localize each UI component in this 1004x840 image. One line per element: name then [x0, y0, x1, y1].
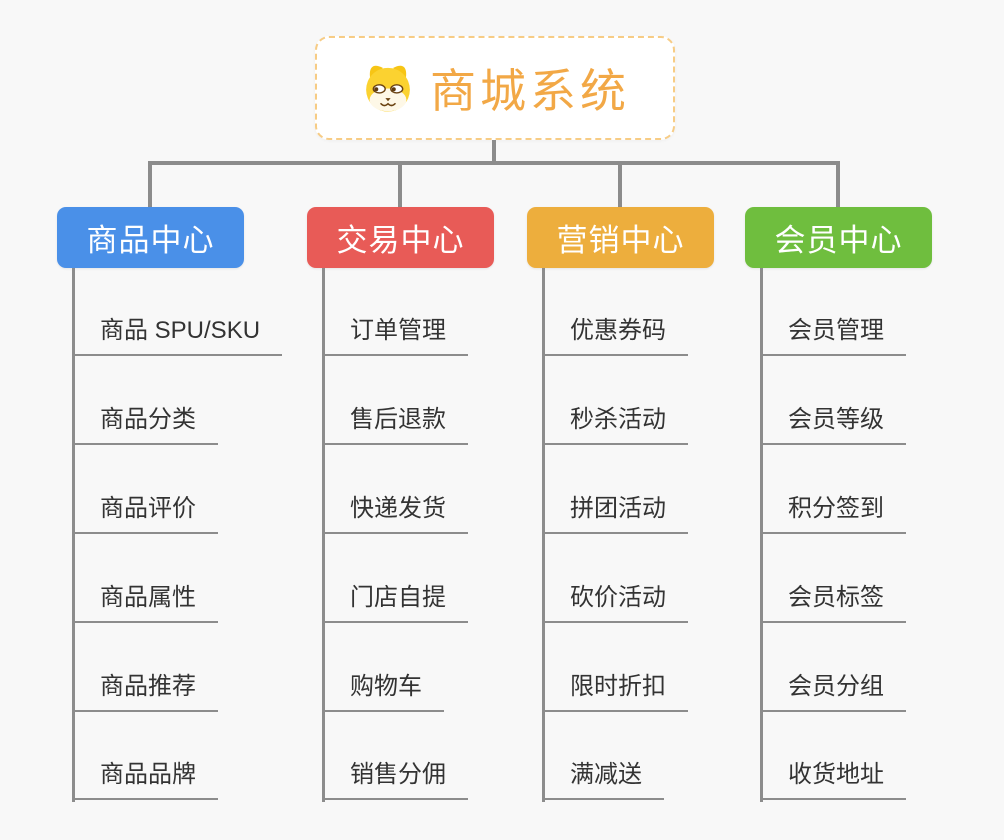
- leaf-node[interactable]: 购物车: [322, 673, 444, 712]
- leaf-node[interactable]: 门店自提: [322, 584, 468, 623]
- leaf-node[interactable]: 会员分组: [760, 673, 906, 712]
- leaf-node[interactable]: 满减送: [542, 761, 664, 800]
- branch-horizontal-connector: [148, 161, 840, 165]
- branch-drop-connector: [148, 161, 152, 207]
- branch-node[interactable]: 会员中心: [745, 207, 932, 268]
- leaf-node[interactable]: 秒杀活动: [542, 406, 688, 445]
- leaf-node[interactable]: 商品属性: [72, 584, 218, 623]
- branch-trunk-connector: [542, 268, 545, 802]
- leaf-node[interactable]: 限时折扣: [542, 673, 688, 712]
- root-topic-title: 商城系统: [430, 65, 630, 117]
- leaf-node[interactable]: 会员等级: [760, 406, 906, 445]
- leaf-node[interactable]: 订单管理: [322, 317, 468, 356]
- branch-trunk-connector: [72, 268, 75, 802]
- dog-face-icon: [366, 65, 410, 112]
- leaf-node[interactable]: 销售分佣: [322, 761, 468, 800]
- leaf-node[interactable]: 收货地址: [760, 761, 906, 800]
- leaf-node[interactable]: 售后退款: [322, 406, 468, 445]
- branch-node[interactable]: 商品中心: [57, 207, 244, 268]
- leaf-node[interactable]: 会员管理: [760, 317, 906, 356]
- branch-node[interactable]: 交易中心: [307, 207, 494, 268]
- leaf-node[interactable]: 商品 SPU/SKU: [72, 317, 283, 356]
- root-stem-connector: [492, 140, 496, 165]
- leaf-node[interactable]: 砍价活动: [542, 584, 688, 623]
- branch-trunk-connector: [760, 268, 763, 802]
- root-topic[interactable]: 商城系统: [315, 36, 675, 140]
- leaf-node[interactable]: 会员标签: [760, 584, 906, 623]
- branch-node[interactable]: 营销中心: [527, 207, 714, 268]
- leaf-node[interactable]: 积分签到: [760, 495, 906, 534]
- leaf-node[interactable]: 商品推荐: [72, 673, 218, 712]
- branch-drop-connector: [398, 161, 402, 207]
- leaf-node[interactable]: 拼团活动: [542, 495, 688, 534]
- leaf-node[interactable]: 商品分类: [72, 406, 218, 445]
- leaf-node[interactable]: 商品评价: [72, 495, 218, 534]
- leaf-node[interactable]: 快递发货: [322, 495, 468, 534]
- branch-trunk-connector: [322, 268, 325, 802]
- leaf-node[interactable]: 优惠券码: [542, 317, 688, 356]
- branch-drop-connector: [836, 161, 840, 207]
- leaf-node[interactable]: 商品品牌: [72, 761, 218, 800]
- branch-drop-connector: [618, 161, 622, 207]
